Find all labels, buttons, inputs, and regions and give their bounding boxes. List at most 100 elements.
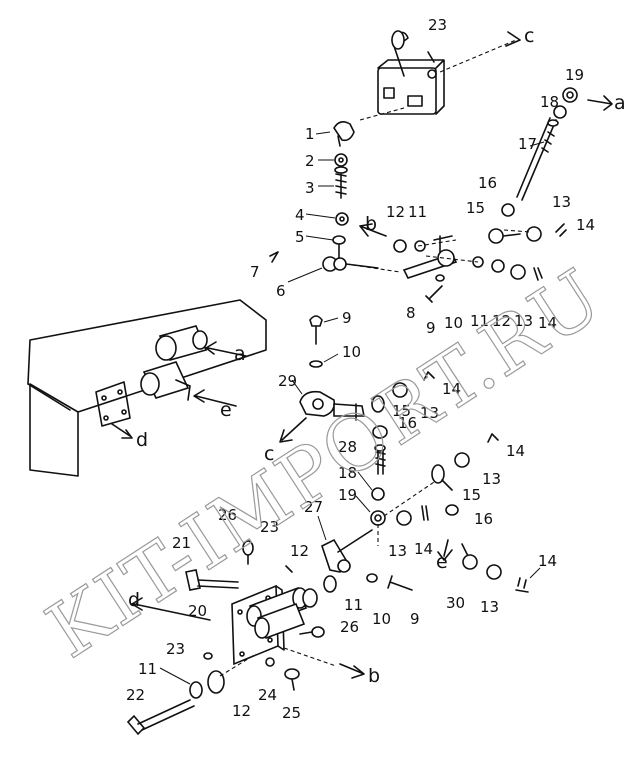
leader-11-bottom (159, 667, 191, 685)
part-number-13: 13 (552, 193, 571, 211)
part-number-17: 17 (518, 135, 537, 153)
shaft-cylinders-20 (246, 586, 308, 640)
pin-7 (269, 251, 279, 263)
pin-23-bottom (203, 652, 213, 660)
leader-27 (317, 515, 327, 541)
arrow-a-right (587, 95, 613, 111)
rod-end-15-right (431, 464, 453, 491)
nut-13-right-mid (396, 510, 412, 526)
arrow-d-left (111, 423, 133, 439)
part-number-13: 13 (482, 470, 501, 488)
nut-13-top (526, 226, 542, 242)
bolt-9-lower (387, 575, 413, 591)
leader-14-right-bottom (529, 567, 541, 579)
part-number-12: 12 (386, 203, 405, 221)
washer-12-mid (491, 259, 505, 273)
lever-27 (321, 529, 373, 573)
part-number-29: 29 (278, 372, 297, 390)
part-number-12: 12 (232, 702, 251, 720)
rod-end-link-6 (322, 256, 379, 272)
leader-1 (315, 131, 331, 135)
part-number-23: 23 (166, 640, 185, 658)
nut-18-center (371, 487, 385, 501)
part-number-4: 4 (295, 206, 305, 224)
ref-letter-d: d (136, 429, 148, 451)
mounting-plate-left (95, 381, 131, 427)
bolt-9-center (309, 315, 323, 345)
part-number-11: 11 (138, 660, 157, 678)
part-number-1: 1 (305, 125, 315, 143)
part-number-8: 8 (406, 304, 416, 322)
ref-letter-b: b (368, 665, 380, 687)
leader-links-mid (345, 229, 531, 273)
part-number-14: 14 (576, 216, 595, 234)
ref-letter-b: b (365, 213, 377, 235)
washer-12-lower (302, 588, 318, 608)
arrow-b-top (359, 223, 387, 237)
part-number-11: 11 (344, 596, 363, 614)
leader-joint-top (359, 107, 405, 121)
part-number-23: 23 (260, 518, 279, 536)
ref-letter-a: a (614, 92, 626, 114)
rod-end-19-center (370, 510, 386, 526)
control-lever-housing (377, 30, 445, 115)
leader-b-bottom (283, 647, 337, 667)
nut-16-right (445, 504, 459, 516)
part-number-19: 19 (338, 486, 357, 504)
watermark-text: KIT-IMPORT.RU (31, 251, 617, 675)
shaft-cylinder-lower (140, 361, 191, 401)
pin-14-top (555, 223, 567, 237)
part-number-9: 9 (426, 319, 436, 337)
nut-4 (335, 212, 349, 226)
part-number-26: 26 (340, 618, 359, 636)
part-number-15: 15 (392, 402, 411, 420)
rod-end-15-top (488, 228, 521, 244)
machine-frame (27, 299, 267, 477)
arrow-c-center (279, 417, 307, 443)
pin-14-right-top (487, 433, 499, 443)
part-number-15: 15 (466, 199, 485, 217)
arrow-b-bottom (339, 663, 365, 679)
part-number-16: 16 (478, 174, 497, 192)
part-number-21: 21 (172, 534, 191, 552)
nut-11-lower (323, 575, 337, 593)
arrow-a-left (205, 341, 247, 357)
leader-shaft-bottom (219, 653, 257, 677)
part-number-13: 13 (514, 312, 533, 330)
nut-13-center (392, 382, 408, 398)
bolt-21 (185, 569, 239, 591)
pin-14-center (423, 371, 435, 381)
part-number-11: 11 (470, 312, 489, 330)
arrow-e-left (193, 389, 237, 407)
leader-4 (305, 213, 336, 219)
leader-17 (529, 141, 545, 147)
arrow-d-bottom (131, 597, 211, 621)
threaded-rod-28 (374, 444, 386, 475)
bolt-25 (284, 668, 300, 691)
part-number-12: 12 (492, 312, 511, 330)
shaft-cylinder-upper (155, 325, 208, 361)
washer-12-top (393, 239, 407, 253)
part-number-13: 13 (480, 598, 499, 616)
bolt-9-mid (425, 285, 443, 303)
ref-letter-c: c (264, 443, 274, 465)
ref-letter-d: d (128, 589, 140, 611)
part-number-13: 13 (420, 404, 439, 422)
part-number-10: 10 (444, 314, 463, 332)
washer-10-mid (435, 274, 445, 282)
ref-letter-c: c (524, 25, 534, 47)
part-number-19: 19 (565, 66, 584, 84)
arrow-e-right (437, 539, 453, 561)
part-number-20: 20 (188, 602, 207, 620)
part-number-13: 13 (388, 542, 407, 560)
washer-11-bottom (189, 681, 203, 699)
part-number-2: 2 (305, 152, 315, 170)
part-number-14: 14 (442, 380, 461, 398)
part-number-10: 10 (342, 343, 361, 361)
rod-end-19-top (562, 87, 578, 103)
washer-10-lower (366, 573, 378, 583)
part-number-15: 15 (462, 486, 481, 504)
lever-link-8 (402, 235, 458, 279)
